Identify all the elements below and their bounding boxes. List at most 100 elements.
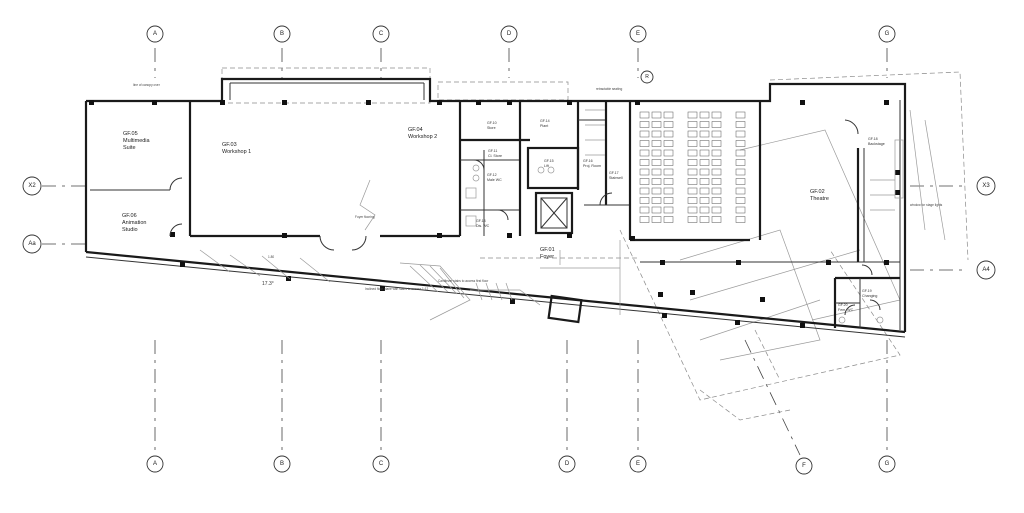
theatre-seat: [639, 149, 650, 157]
theatre-seat: [663, 206, 674, 214]
grid-label: A4: [982, 267, 990, 273]
theatre-seat: [735, 216, 746, 223]
theatre-seat: [711, 187, 722, 195]
theatre-seat: [651, 149, 662, 157]
room-name-multimedia: Multimedia: [123, 138, 151, 144]
grid-bubble-a-top: A: [146, 25, 164, 43]
grid-bubble-e-top: E: [629, 25, 647, 43]
floor-linework: [199, 109, 946, 324]
window-note: window for stage lights: [910, 203, 943, 207]
theatre-seat: [651, 140, 662, 147]
foyer-floor-note: Foyer flooring: [355, 215, 375, 219]
room-name-plant: Plant: [540, 124, 548, 128]
grid-label: G: [885, 31, 890, 37]
theatre-seat: [663, 121, 674, 128]
theatre-seat: [699, 168, 710, 176]
room-name-store: Store: [487, 126, 496, 130]
grid-label: E: [636, 31, 640, 37]
theatre-seat: [735, 159, 746, 166]
theatre-seat: [639, 159, 650, 166]
grid-label: R: [645, 74, 649, 80]
room-name-theatre: Theatre: [810, 196, 829, 202]
seating-note: retractable seating: [596, 87, 622, 91]
grid-bubble-b-bottom: B: [273, 455, 291, 473]
theatre-seat: [663, 111, 674, 119]
stairs: [399, 109, 895, 324]
theatre-seat: [663, 168, 674, 176]
theatre-seat: [687, 197, 698, 204]
grid-lines: [42, 48, 968, 456]
theatre-seat: [663, 216, 674, 223]
dimension-note: 1.80: [268, 255, 274, 259]
theatre-seat: [711, 149, 722, 157]
theatre-seat: [651, 187, 662, 195]
canopy-note: line of canopy over: [133, 83, 161, 87]
theatre-seat: [711, 178, 722, 185]
grid-bubble-a-bottom: A: [146, 455, 164, 473]
theatre-seat: [651, 111, 662, 119]
doors: [169, 119, 881, 316]
room-name-changing: Changing: [862, 294, 877, 298]
theatre-seat: [711, 130, 722, 138]
grid-bubble-d-top: D: [500, 25, 518, 43]
grid-line-f-bottom: [744, 339, 801, 456]
theatre-seating: [639, 111, 746, 223]
theatre-seat: [711, 111, 722, 119]
theatre-seat: [711, 121, 722, 128]
grid-label: F: [802, 463, 806, 469]
grid-label: Aa: [28, 241, 36, 247]
theatre-seat: [711, 159, 722, 166]
theatre-seat: [687, 178, 698, 185]
theatre-seat: [651, 130, 662, 138]
grid-bubble-aa-left: Aa: [22, 234, 42, 254]
theatre-seat: [735, 140, 746, 147]
theatre-seat: [711, 168, 722, 176]
room-name-male-wc: Male WC: [487, 178, 502, 182]
interior-walls: [90, 101, 900, 328]
theatre-seat: [699, 159, 710, 166]
annotations: 17.3° line of canopy over Foyer flooring…: [133, 83, 943, 291]
theatre-seat: [699, 187, 710, 195]
theatre-seat: [687, 187, 698, 195]
theatre-seat: [699, 178, 710, 185]
room-code-plant: GF.14: [540, 119, 550, 123]
theatre-seat: [735, 111, 746, 119]
room-code-stairwell: GF.17: [609, 171, 619, 175]
grid-label: A: [153, 31, 157, 37]
theatre-seat: [711, 140, 722, 147]
theatre-seat: [699, 197, 710, 204]
room-code-animation: GF.06: [122, 213, 137, 219]
grid-label: C: [379, 461, 384, 467]
grid-bubble-c-bottom: C: [372, 455, 390, 473]
grid-bubble-e-bottom: E: [629, 455, 647, 473]
theatre-seat: [735, 206, 746, 214]
grid-bubble-x3-right: X3: [976, 176, 996, 196]
theatre-seat: [651, 197, 662, 204]
room-name-animation: Animation: [122, 220, 146, 226]
theatre-seat: [699, 149, 710, 157]
theatre-seat: [639, 168, 650, 176]
room-code-male-wc: GF.12: [487, 173, 497, 177]
grid-label: D: [565, 461, 570, 467]
angle-note: 17.3°: [262, 281, 274, 287]
theatre-seat: [687, 168, 698, 176]
theatre-seat: [699, 111, 710, 119]
theatre-seat: [687, 111, 698, 119]
grid-bubble-d-bottom: D: [558, 455, 576, 473]
room-name-fem-wc: Fem. WC: [838, 308, 854, 312]
theatre-seat: [651, 159, 662, 166]
theatre-seat: [711, 206, 722, 214]
grid-label: X2: [28, 183, 36, 189]
theatre-seat: [663, 149, 674, 157]
grid-bubble-r-center: R: [640, 70, 654, 84]
theatre-seat: [687, 149, 698, 157]
grid-bubble-x2-left: X2: [22, 176, 42, 196]
theatre-seat: [687, 130, 698, 138]
theatre-seat: [639, 130, 650, 138]
room-code-workshop2: GF.04: [408, 127, 423, 133]
theatre-seat: [651, 168, 662, 176]
theatre-seat: [639, 111, 650, 119]
grid-bubble-g-bottom: G: [878, 455, 896, 473]
theatre-seat: [639, 216, 650, 223]
room-name-animation-2: Studio: [122, 227, 138, 233]
